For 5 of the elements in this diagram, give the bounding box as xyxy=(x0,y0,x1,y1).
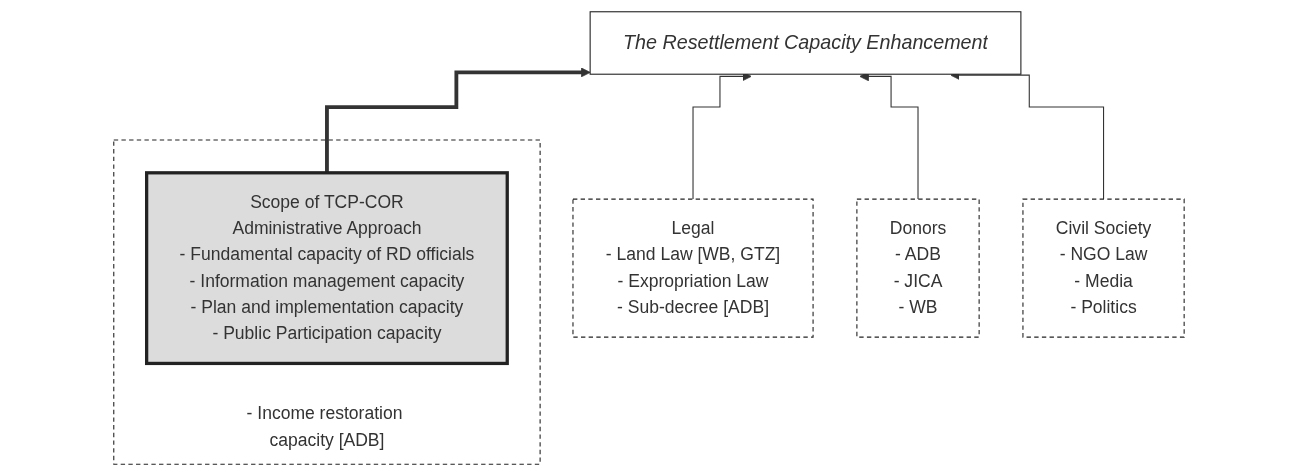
node-box: Civil Society - NGO Law - Media - Politics xyxy=(1022,198,1185,338)
node-box: Legal - Land Law [WB, GTZ] - Expropriation Law - Sub-decree [ADB] xyxy=(572,198,814,338)
node-box: Scope of TCP-COR Administrative Approach - Fundamental capacity of RD officials - Information management capacity - Plan and implementation capacity - Public Participation capacity xyxy=(145,171,509,366)
node-box: Donors - ADB - JICA - WB xyxy=(856,198,980,338)
node-box: The Resettlement Capacity Enhancement xyxy=(589,11,1022,75)
